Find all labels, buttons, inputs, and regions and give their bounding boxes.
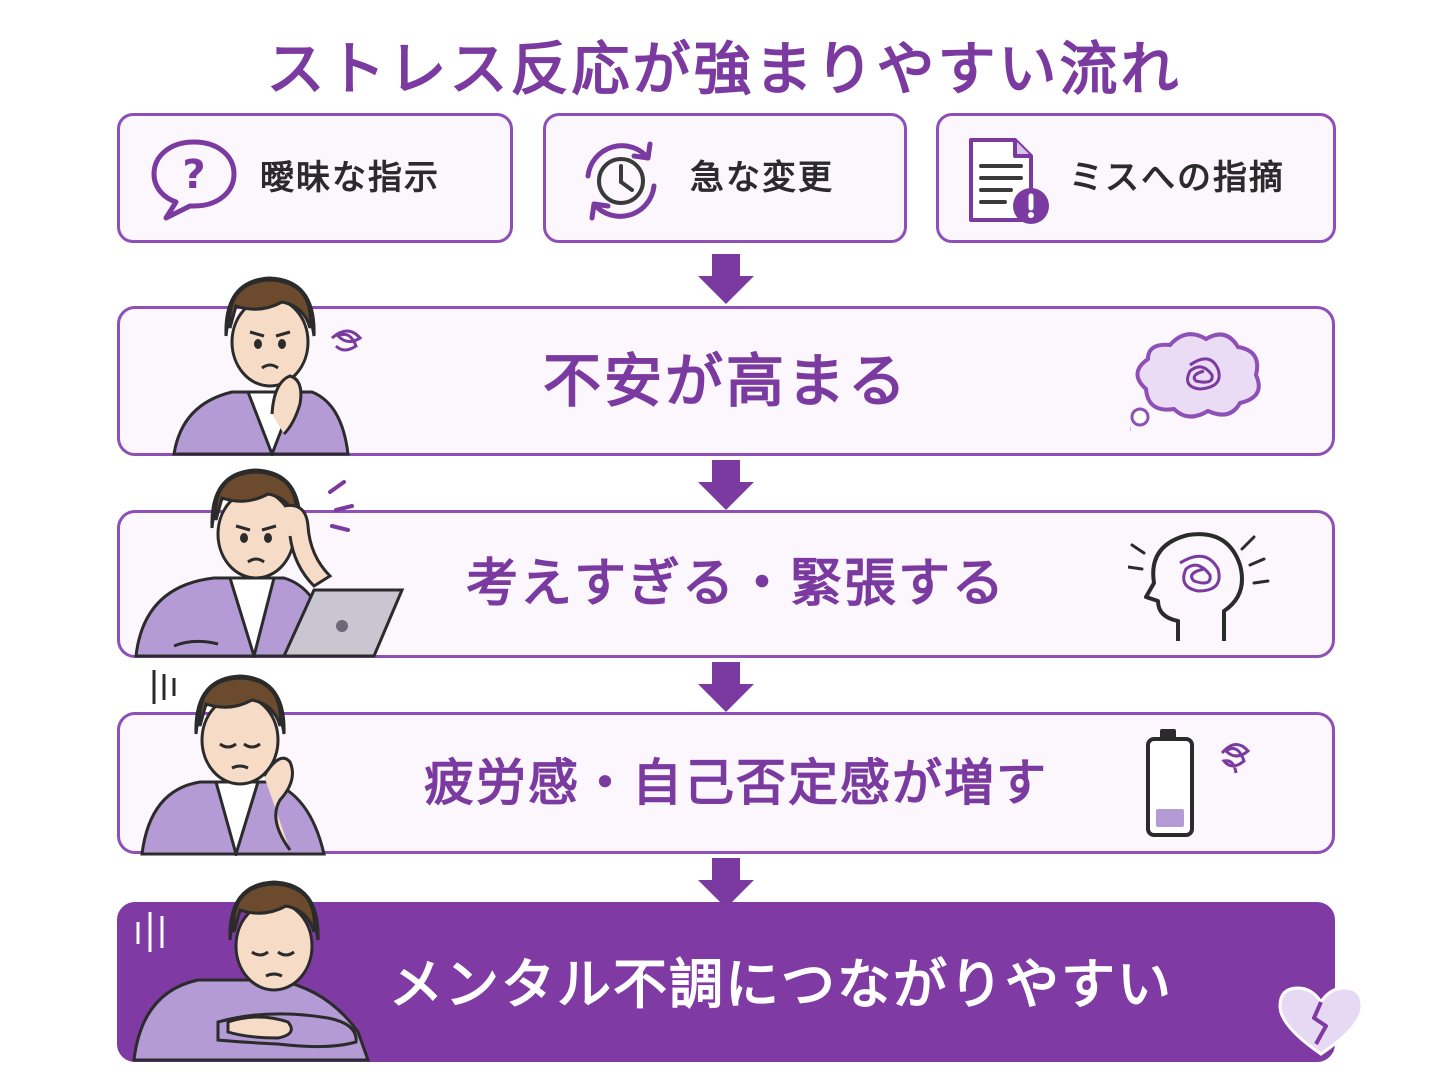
tangled-head-icon [1128,532,1270,641]
trigger-label: 曖昧な指示 [260,158,440,198]
stage-label: 考えすぎる・緊張する [465,554,1006,614]
document-warning-icon [969,138,1049,224]
trigger-sudden-change: 急な変更 [543,113,907,243]
stressed-person-laptop-illustration [134,468,405,658]
stage-anxiety-rises: 不安が高まる [117,306,1335,456]
down-arrow-icon [698,254,754,304]
trigger-ambiguous-instructions: ? 曖昧な指示 [117,113,513,243]
tired-person-illustration [140,670,326,856]
exhausted-person-head-down-illustration [132,880,371,1062]
down-arrow-icon [698,460,754,510]
clock-cycle-icon [585,141,657,221]
question-bubble-icon: ? [151,139,237,221]
stage-label: 不安が高まる [542,347,909,415]
trigger-mistake-pointed-out: ミスへの指摘 [936,113,1336,243]
stage-fatigue-self-denial: 疲労感・自己否定感が増す [117,712,1335,854]
broken-heart-icon [1278,986,1364,1056]
page-title: ストレス反応が強まりやすい流れ [266,35,1182,103]
svg-text:?: ? [182,152,205,198]
worried-person-illustration [172,276,363,456]
trigger-label: 急な変更 [690,158,834,198]
trigger-label: ミスへの指摘 [1069,158,1285,198]
down-arrow-icon [698,858,754,908]
tangled-thought-cloud-icon [1130,332,1261,432]
stage-label: メンタル不調につながりやすい [389,953,1173,1016]
low-battery-icon [1146,729,1251,837]
down-arrow-icon [698,662,754,712]
stage-label: 疲労感・自己否定感が増す [424,754,1048,812]
